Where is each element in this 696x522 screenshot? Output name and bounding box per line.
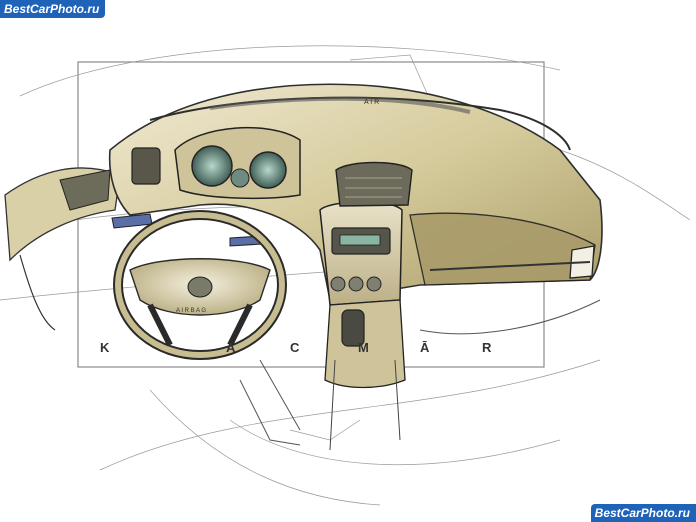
- air-label: A I R: [364, 99, 379, 106]
- climate-knob-right: [366, 276, 382, 292]
- right-gauge: [249, 151, 287, 189]
- passenger-dash: [409, 212, 596, 286]
- gear-shifter: [324, 299, 406, 451]
- left-gauge: [191, 145, 233, 187]
- frame-letters: K A C M Ā R: [100, 340, 492, 355]
- climate-knob-center: [348, 276, 364, 292]
- airbag-label: A I R B A G: [176, 308, 206, 314]
- frame-letter-1: K: [100, 340, 110, 355]
- frame-letter-2: A: [226, 340, 236, 355]
- left-door-panel: [4, 167, 121, 331]
- frame-letter-6: R: [482, 340, 492, 355]
- watermark-bottom: BestCarPhoto.ru: [590, 504, 696, 522]
- left-air-vent: [131, 147, 161, 185]
- center-stack: [319, 201, 403, 306]
- watermark-top: BestCarPhoto.ru: [0, 0, 106, 18]
- steering-wheel: A I R B A G: [113, 210, 287, 360]
- frame-letter-3: C: [290, 340, 300, 355]
- frame-letter-5: Ā: [420, 340, 430, 355]
- instrument-cluster: [174, 126, 301, 200]
- climate-knob-left: [330, 276, 346, 292]
- center-air-vent: [335, 161, 413, 207]
- floor-lines: [239, 299, 601, 446]
- frame-letter-4: M: [358, 340, 369, 355]
- steering-wheel-logo: [187, 276, 213, 298]
